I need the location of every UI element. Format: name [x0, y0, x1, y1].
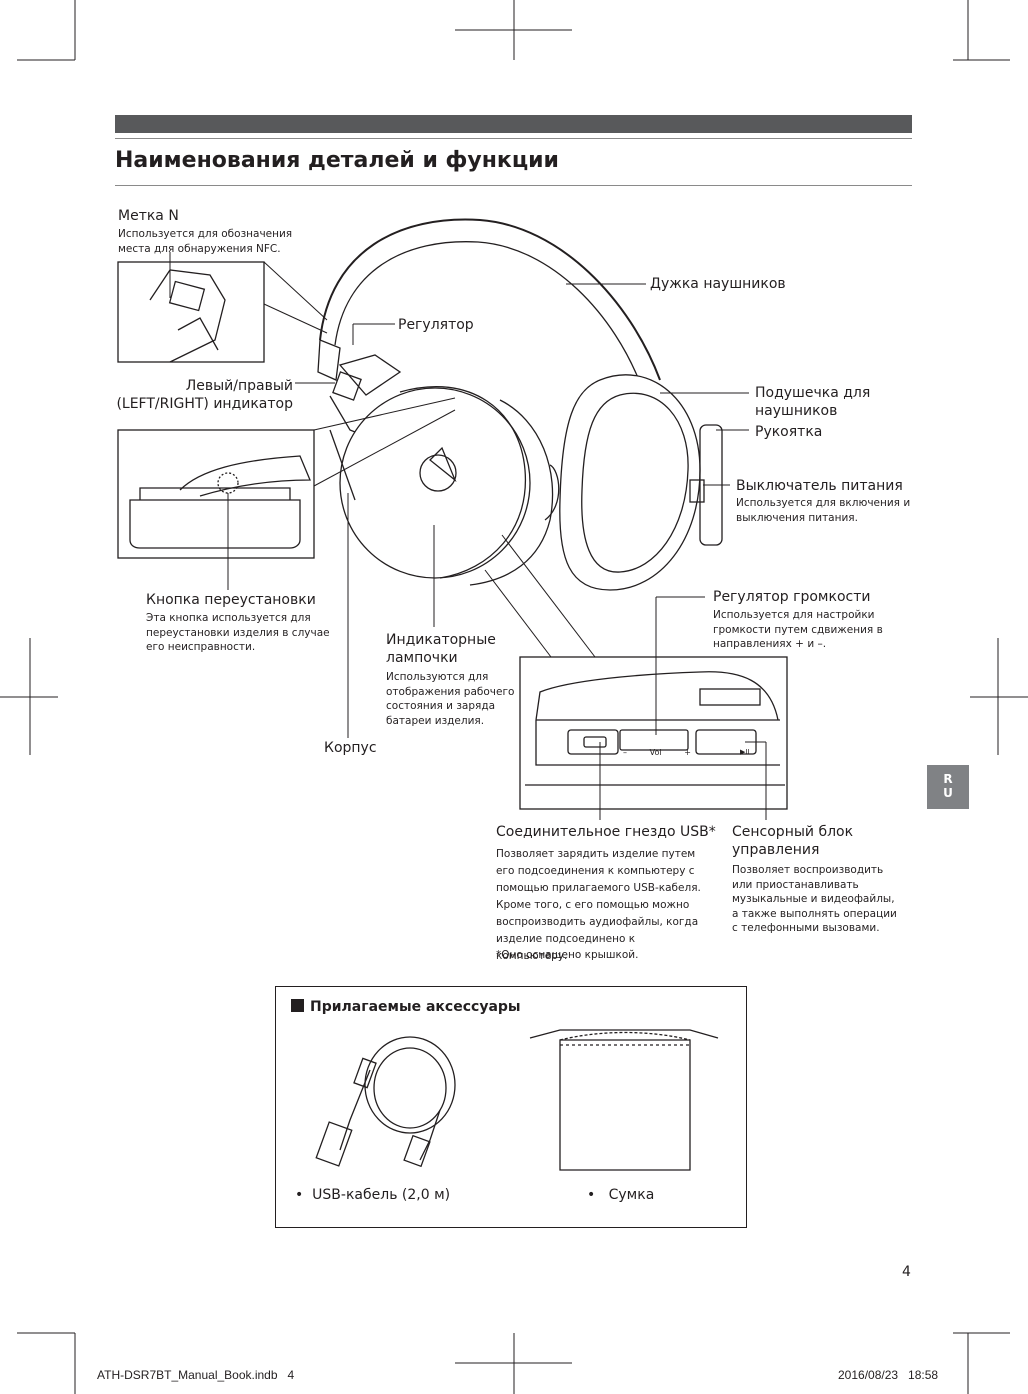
- play-pause-icon: ▶II: [740, 748, 750, 756]
- nfc-mark-desc: Используется для обозначения места для о…: [118, 228, 293, 255]
- footer-date: 2016/08/23 18:58: [838, 1368, 939, 1382]
- usb-cable-illustration: [315, 1036, 456, 1168]
- ear-pad-label: Подушечка для наушников: [755, 385, 871, 419]
- footer-file: ATH-DSR7BT_Manual_Book.indb 4: [97, 1368, 295, 1382]
- usb-port-desc: Позволяет зарядить изделие путем его под…: [496, 848, 701, 962]
- nfc-inset: [117, 261, 265, 363]
- housing-label: Корпус: [324, 740, 377, 756]
- accessories-box: [275, 986, 747, 1228]
- page-number: 4: [902, 1264, 911, 1280]
- usb-port-note: *Оно оснащено крышкой.: [496, 949, 639, 961]
- accessory-pouch: Сумка: [608, 1187, 655, 1203]
- page-title: Наименования деталей и функции: [115, 148, 559, 173]
- nfc-mark-label: Метка N: [118, 208, 179, 224]
- accessories-title: Прилагаемые аксессуары: [291, 999, 521, 1015]
- title-rule: [115, 185, 912, 186]
- indicator-lamps-desc: Используются для отображения рабочего со…: [386, 671, 515, 727]
- volume-vol: Vol: [649, 748, 662, 757]
- square-bullet-icon: [291, 999, 304, 1012]
- accessory-item: • USB-кабель (2,0 м): [295, 1187, 451, 1203]
- header-bar: [115, 115, 912, 133]
- leader-lines: [169, 252, 767, 820]
- header-rule: [115, 138, 912, 139]
- touch-panel-label: Сенсорный блок управления: [732, 824, 854, 858]
- headphone-illustration: [317, 218, 723, 591]
- usb-port-label: Соединительное гнездо USB*: [496, 824, 716, 840]
- arm-label: Рукоятка: [755, 424, 823, 440]
- volume-plus: +: [684, 748, 691, 757]
- headband-label: Дужка наушников: [650, 276, 786, 292]
- reset-inset: [117, 429, 315, 559]
- volume-marks: – Vol +: [623, 748, 691, 757]
- accessory-item: • Сумка: [587, 1187, 655, 1203]
- reset-button-desc: Эта кнопка используется для переустановк…: [146, 612, 330, 653]
- power-switch-desc: Используется для включения и выключения …: [736, 497, 911, 524]
- volume-control-desc: Используется для настройки громкости пут…: [713, 609, 883, 650]
- slider-label: Регулятор: [398, 317, 474, 333]
- accessory-usb-cable: USB-кабель (2,0 м): [312, 1187, 451, 1203]
- control-detail-inset: [519, 656, 788, 810]
- volume-minus: –: [623, 748, 627, 757]
- language-tab: R U: [927, 765, 969, 809]
- power-switch-label: Выключатель питания: [736, 478, 903, 494]
- indicator-lamps-label: Индикаторные лампочки: [386, 632, 496, 666]
- pouch-illustration: [529, 1029, 719, 1171]
- reset-button-label: Кнопка переустановки: [146, 592, 316, 608]
- touch-panel-desc: Позволяет воспроизводить или приостанавл…: [732, 864, 897, 934]
- lr-indicator-label: Левый/правый (LEFT/RIGHT) индикатор: [116, 378, 293, 412]
- volume-control-label: Регулятор громкости: [713, 589, 871, 605]
